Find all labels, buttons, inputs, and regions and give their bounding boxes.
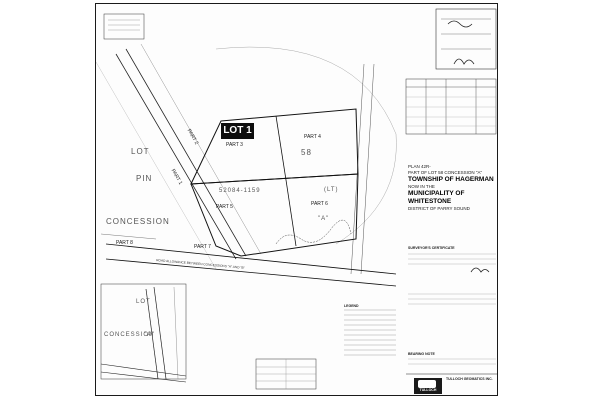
parcel-parts-3-4 (190, 108, 359, 185)
lot-number: 58 (301, 148, 312, 157)
surveyor-signature (470, 267, 490, 273)
company-name: TULLOCH GEOMATICS INC. (446, 377, 493, 381)
concession-letter: "A" (318, 216, 330, 222)
part-5-label: PART 5 (216, 204, 233, 210)
bearing-note-heading: BEARING NOTE (408, 352, 435, 356)
legend-heading: LEGEND (344, 304, 359, 308)
part-6-label: PART 6 (311, 201, 328, 207)
road-line-west (115, 53, 237, 260)
schedule-table (405, 78, 497, 135)
municipality-line: MUNICIPALITY OF WHITESTONE (408, 190, 465, 205)
surveyor-certificate-heading: SURVEYOR'S CERTIFICATE (408, 246, 455, 250)
district-line: DISTRICT OF PARRY SOUND (408, 206, 470, 211)
inset-concession-word: CONCESSION (104, 332, 155, 338)
road-allowance-south (105, 258, 397, 287)
township-line: TOWNSHIP OF HAGERMAN (408, 176, 494, 183)
pin-number: 52084-1159 (219, 188, 261, 194)
concession-word: CONCESSION (106, 217, 170, 226)
signature-mark (447, 20, 473, 28)
inset-map-frame (100, 283, 187, 380)
lot-word: LOT (131, 147, 150, 156)
parcel-parts-5-6 (190, 173, 359, 257)
registry-stamp-box (435, 8, 497, 70)
inset-lot-word: LOT (136, 299, 151, 305)
part-8-label: PART 8 (116, 240, 133, 246)
now-in-line: NOW IN THE (408, 184, 435, 189)
part-3-label: PART 3 (226, 142, 243, 148)
part-of-lot-line: PART OF LOT 58 CONCESSION "A" (408, 170, 483, 175)
note-box (103, 13, 145, 40)
inset-concession-letter: "A" (144, 332, 156, 338)
lt-label: (LT) (324, 187, 339, 193)
logo-text: TULLOCH (419, 388, 437, 392)
plan-number-line: PLAN 42R- (408, 164, 431, 169)
part-7-label: PART 7 (194, 244, 211, 250)
lot-1-label: LOT 1 (221, 123, 254, 139)
part-4-label: PART 4 (304, 134, 321, 140)
logo-mark-icon (418, 380, 436, 388)
title-block: PLAN 42R- PART OF LOT 58 CONCESSION "A" … (408, 164, 497, 212)
road-allowance-north (105, 243, 397, 275)
plan-drawing (96, 8, 497, 390)
pin-word: PIN (136, 174, 153, 183)
survey-plan-sheet: LOT 1 PART 3 PART 4 PART 5 PART 6 PART 7… (95, 3, 498, 396)
